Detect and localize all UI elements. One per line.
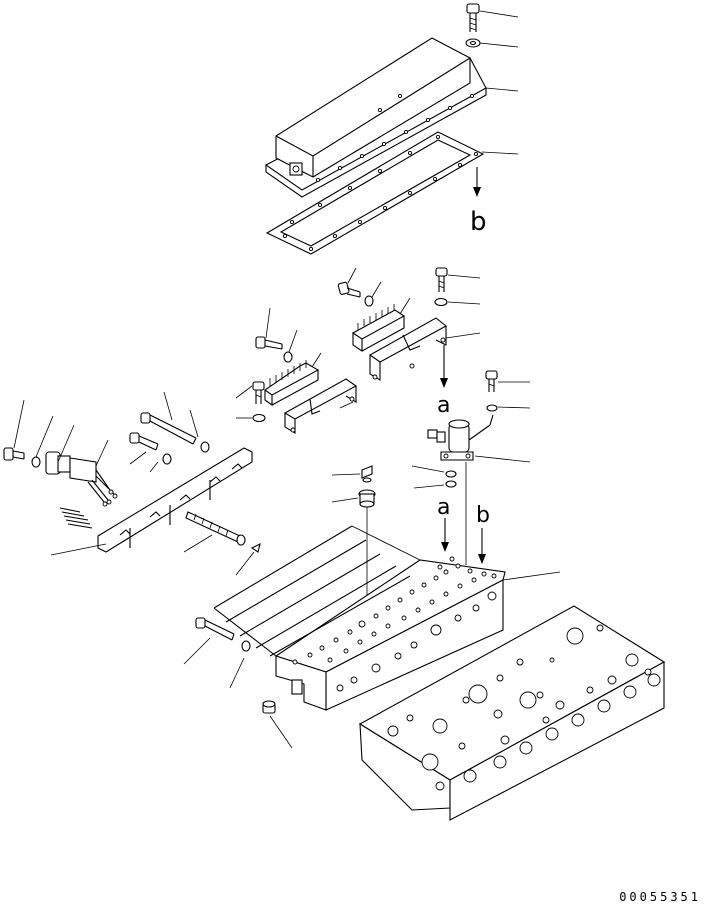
reference-letter-a-lower: a [437, 495, 450, 520]
leader-lines-brackets [235, 267, 481, 419]
middle-bracket-plate [283, 378, 358, 434]
harness-cover-plate [97, 447, 253, 553]
leader-lines-plugs [331, 473, 361, 503]
middle-plate-washer [252, 413, 266, 423]
body-plug [262, 700, 276, 714]
arrow-to-b-top [473, 167, 481, 197]
valve-plug-small [361, 465, 373, 483]
reference-letter-a-top: a [437, 393, 450, 418]
arrow-to-a-top [440, 345, 448, 388]
connector-washer-left [31, 456, 41, 468]
drawing-number: 00055351 [619, 890, 701, 904]
arrow-b-lower [478, 528, 486, 564]
valve-spool [185, 511, 246, 546]
cover-washer [465, 38, 481, 48]
spool-seal [250, 542, 261, 553]
middle-plate-bolt [252, 381, 265, 404]
harness-connector [45, 451, 118, 507]
body-bolt-long [195, 617, 235, 641]
solenoid-mounting-washer [486, 404, 498, 412]
leader-lines-body [183, 637, 293, 749]
valve-body [213, 525, 506, 711]
middle-bracket-washer [283, 351, 293, 363]
upper-bracket-bolt [337, 281, 361, 298]
harness-bolt-washer [200, 441, 210, 453]
reference-letter-b-lower: b [476, 503, 490, 528]
body-bolt-washer [241, 640, 251, 652]
leader-lines-left [13, 391, 199, 556]
middle-bracket-bolt [255, 336, 283, 350]
cover-gasket [265, 131, 485, 255]
top-cover-box [264, 37, 487, 198]
arrow-a-lower [441, 518, 449, 552]
harness-washer-short [162, 453, 172, 465]
solenoid-valve [427, 414, 494, 461]
connector-bolt-left [3, 447, 25, 461]
upper-bracket-plate [368, 317, 447, 381]
leader-lines-spool [183, 534, 255, 576]
upper-plate-washer [434, 297, 448, 307]
upper-bracket-washer [364, 295, 374, 307]
cover-bolt [466, 3, 480, 32]
solenoid-mounting-bolt [485, 370, 498, 392]
leader-line-valve-body [502, 571, 561, 581]
base-plate [358, 605, 666, 821]
valve-plug-large [358, 489, 376, 508]
upper-plate-bolt [435, 267, 448, 292]
harness-bolt [140, 412, 197, 445]
o-rings [445, 470, 457, 488]
terminal-pins [59, 507, 93, 529]
leader-lines-solenoid [411, 381, 531, 489]
reference-letter-b-top: b [470, 207, 487, 237]
upper-connector-block [351, 304, 406, 353]
harness-bolt-short [129, 432, 159, 451]
middle-connector-block [264, 360, 320, 407]
leader-lines-top [479, 10, 519, 155]
